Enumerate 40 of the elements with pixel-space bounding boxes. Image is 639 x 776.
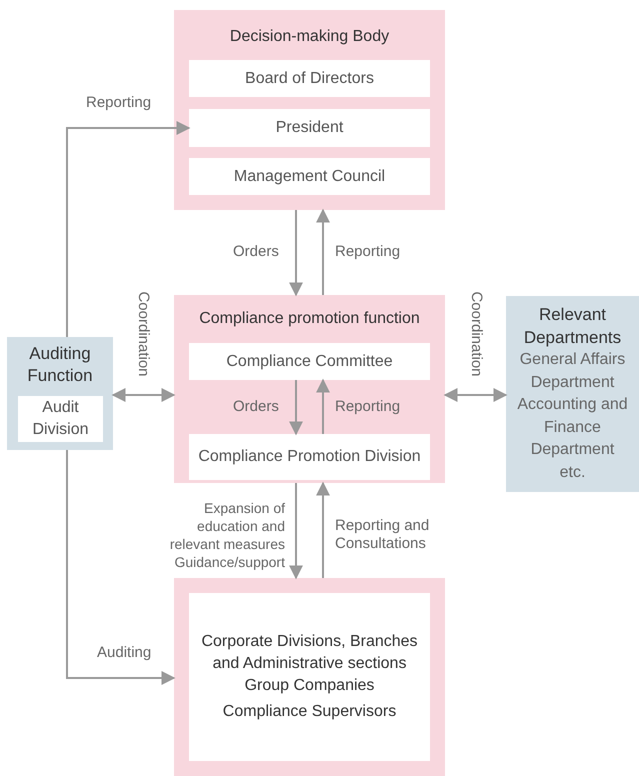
- edge-label: Reporting: [335, 243, 400, 261]
- edge-label: Expansion of education and relevant measures Guidance/support: [168, 499, 285, 571]
- department-panel: [506, 296, 639, 492]
- org-box: Compliance Committee: [189, 343, 430, 380]
- panel-title: Relevant Departments: [522, 304, 622, 348]
- department-name: etc.: [560, 462, 586, 482]
- arrow: [66, 121, 190, 337]
- edge-label: Coordination: [134, 291, 152, 377]
- arrow: [289, 210, 303, 296]
- department-name: General Affairs Department: [518, 350, 626, 392]
- edge-label: Coordination: [467, 291, 485, 377]
- edge-label: Reporting: [86, 94, 152, 112]
- arrow: [289, 380, 303, 436]
- edge-label: Reporting and Consultations: [335, 517, 430, 553]
- edge-label: Auditing: [97, 644, 152, 662]
- arrow: [66, 450, 176, 685]
- organization-box: [174, 578, 445, 776]
- org-unit-text: Compliance Supervisors: [222, 702, 396, 722]
- group-panel: [174, 10, 445, 210]
- org-box: Compliance Promotion Division: [189, 434, 430, 480]
- org-box: Management Council: [189, 158, 430, 195]
- panel-title: Auditing Function: [26, 343, 94, 387]
- arrow: [112, 388, 176, 402]
- org-unit-text: Group Companies: [244, 676, 374, 696]
- panel-title: Decision-making Body: [228, 27, 390, 47]
- panel-title: Compliance promotion function: [198, 309, 421, 329]
- arrow: [444, 388, 508, 402]
- org-unit-text: Corporate Divisions, Branches and Administrative sections: [200, 632, 419, 674]
- org-box: President: [189, 109, 430, 147]
- arrow: [289, 483, 303, 580]
- org-box: Audit Division: [18, 396, 103, 442]
- edge-label: Orders: [233, 398, 279, 416]
- arrow: [316, 208, 330, 295]
- edge-label: Orders: [233, 243, 279, 261]
- arrow: [316, 482, 330, 578]
- arrow: [316, 378, 330, 434]
- edge-label: Reporting: [335, 398, 400, 416]
- group-panel: [174, 295, 445, 483]
- group-panel: [7, 337, 113, 450]
- org-box: Board of Directors: [189, 60, 430, 97]
